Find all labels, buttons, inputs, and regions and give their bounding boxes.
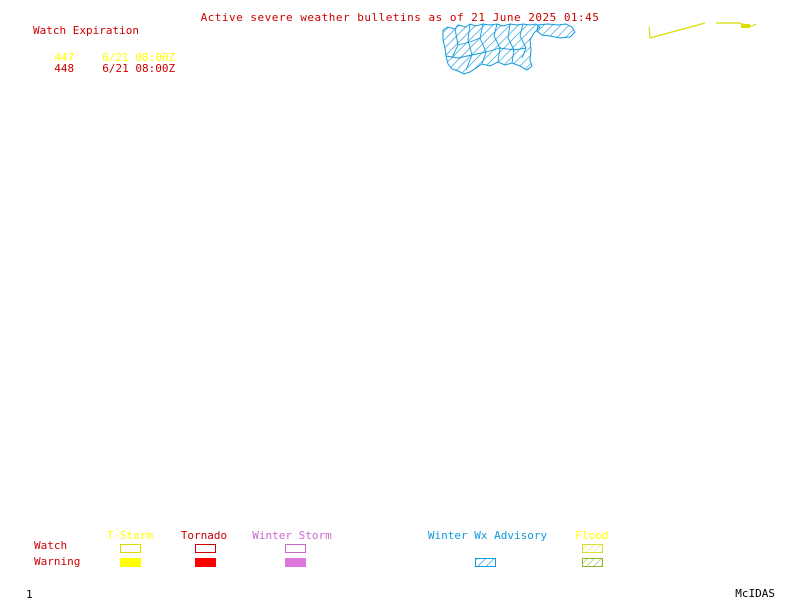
watch-expiration-header: Watch Expiration (33, 24, 139, 37)
legend-label-tstorm: T-Storm (106, 529, 154, 542)
legend-label-winter-advisory: Winter Wx Advisory (427, 529, 548, 542)
legend-label-tornado: Tornado (180, 529, 228, 542)
watch-number: 447 (54, 51, 75, 64)
flood-warning-swatch (582, 558, 603, 567)
advisory-area-east (536, 23, 576, 39)
legend-row-watch: Watch (34, 539, 68, 552)
legend-label-winter-storm: Winter Storm (252, 529, 332, 542)
tornado-warning-swatch (195, 558, 216, 567)
watch-box-outline (648, 22, 757, 39)
winter-storm-warning-swatch (285, 558, 306, 567)
brand-label: McIDAS (735, 587, 775, 600)
legend-label-flood: Flood (575, 529, 609, 542)
flood-watch-swatch (582, 544, 603, 553)
legend-row-warning: Warning (34, 555, 81, 568)
advisory-region (442, 23, 576, 75)
watch-row: 448 6/21 08:00Z (41, 51, 175, 75)
advisory-area-west (442, 23, 541, 75)
tornado-watch-swatch (195, 544, 216, 553)
tstorm-watch-swatch (120, 544, 141, 553)
watch-expiration: 6/21 08:00Z (102, 62, 176, 75)
watch-number: 448 (54, 62, 75, 75)
winter-storm-watch-swatch (285, 544, 306, 553)
county-boundaries (445, 23, 527, 71)
page-title: Active severe weather bulletins as of 21… (200, 11, 600, 24)
winter-advisory-swatch (475, 558, 496, 567)
legend-swatches (120, 544, 603, 567)
frame-number: 1 (26, 588, 33, 601)
tstorm-warning-swatch (120, 558, 141, 567)
watch-expiration: 6/21 08:00Z (102, 51, 176, 64)
watch-row: 447 6/21 08:00Z (41, 40, 175, 64)
